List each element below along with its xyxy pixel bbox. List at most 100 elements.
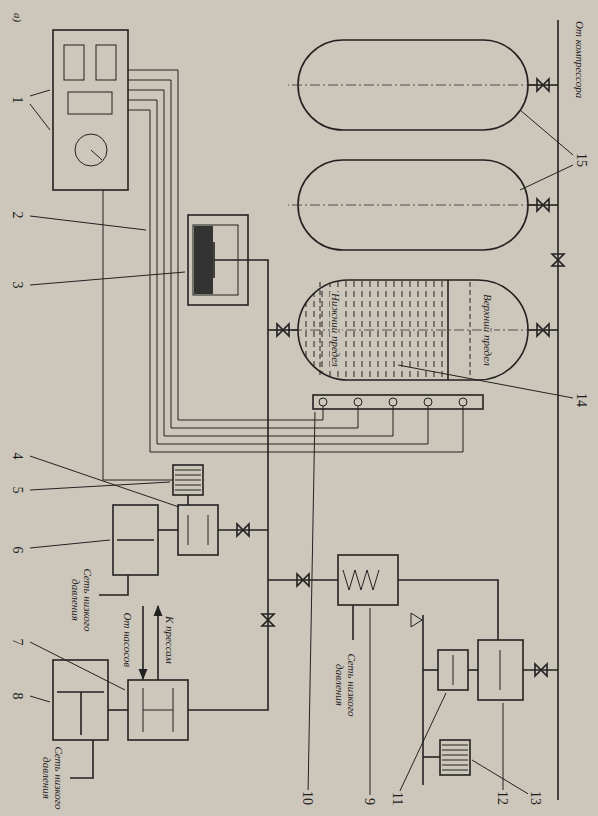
coil-winding bbox=[442, 760, 468, 761]
distributor bbox=[143, 710, 173, 711]
distributor bbox=[142, 606, 144, 679]
leader-lines bbox=[398, 365, 573, 398]
control-panel bbox=[75, 134, 107, 166]
coil-winding bbox=[442, 745, 468, 746]
callout-number: 8 bbox=[10, 692, 25, 701]
callout-number: 5 bbox=[10, 486, 25, 495]
main-pipe bbox=[188, 260, 338, 710]
level-label: Нижний предел bbox=[330, 292, 342, 368]
control-panel bbox=[68, 92, 112, 114]
relief-valve bbox=[438, 650, 468, 690]
distributor bbox=[157, 606, 159, 680]
accumulator-tank bbox=[447, 280, 449, 380]
leader-lines bbox=[308, 412, 315, 795]
pressure-vessel bbox=[188, 215, 248, 305]
callout-number: 1 bbox=[10, 96, 25, 105]
relief-valve bbox=[500, 650, 501, 690]
callout-number: 7 bbox=[10, 638, 25, 647]
solenoid-valve bbox=[158, 529, 178, 531]
relief-valve bbox=[422, 615, 424, 785]
pressure-vessel bbox=[213, 242, 215, 278]
distributor bbox=[108, 709, 128, 711]
relief-valve bbox=[478, 640, 523, 700]
coil-windings bbox=[175, 470, 468, 770]
relief-valve bbox=[423, 756, 440, 758]
distributor bbox=[80, 692, 82, 735]
air-tank bbox=[288, 85, 536, 86]
valve-symbol bbox=[297, 574, 309, 586]
callout-number: 10 bbox=[300, 790, 315, 806]
pressure-vessel bbox=[188, 215, 248, 305]
accumulator-tank bbox=[320, 282, 321, 378]
callout-number: 12 bbox=[495, 790, 510, 806]
relief-valve bbox=[338, 555, 558, 785]
valve-symbol bbox=[537, 324, 549, 336]
leader-lines bbox=[30, 104, 50, 130]
relief-valve bbox=[343, 570, 379, 590]
solenoid-valve bbox=[173, 465, 203, 495]
leader-lines bbox=[520, 110, 573, 155]
accumulator-tank bbox=[288, 330, 536, 331]
level-indicator bbox=[459, 398, 467, 406]
pipe-label: Сеть низкого давления bbox=[334, 644, 358, 726]
pipe-label: Сеть низкого давления bbox=[41, 743, 65, 813]
callout-number: 13 bbox=[528, 790, 543, 806]
relief-valve bbox=[398, 580, 498, 640]
coil-winding bbox=[175, 475, 201, 476]
callout-number: 4 bbox=[10, 452, 25, 461]
level-indicator bbox=[354, 398, 362, 406]
signal-wires bbox=[128, 80, 358, 428]
leader-lines bbox=[398, 693, 446, 795]
level-indicator bbox=[319, 398, 327, 406]
leader-lines bbox=[503, 703, 504, 795]
relief-valve bbox=[468, 669, 478, 671]
pipe-label: От насосов bbox=[122, 612, 134, 669]
signal-wires bbox=[128, 70, 323, 420]
callout-number: 14 bbox=[574, 392, 589, 408]
solenoid-valve bbox=[99, 465, 218, 595]
leader-lines bbox=[30, 482, 170, 490]
valve-symbol bbox=[552, 254, 564, 266]
coil-winding bbox=[175, 470, 201, 471]
callout-number: 2 bbox=[10, 211, 25, 220]
pipe-label: От компрессора bbox=[574, 20, 586, 99]
solenoid-valve bbox=[99, 575, 128, 595]
level-indicator bbox=[313, 395, 483, 409]
leader-lines bbox=[30, 90, 573, 795]
valve-symbol bbox=[237, 524, 249, 536]
valve-symbol bbox=[535, 664, 547, 676]
coil-winding bbox=[175, 480, 201, 481]
level-label: Верхний предел bbox=[482, 293, 494, 367]
callout-number: 9 bbox=[362, 797, 377, 806]
pressure-vessel bbox=[214, 259, 248, 261]
coil-winding bbox=[442, 755, 468, 756]
accumulator-tank bbox=[268, 280, 558, 380]
solenoid-valve bbox=[178, 505, 218, 555]
signal-wires bbox=[128, 100, 428, 444]
callout-number: 3 bbox=[10, 281, 25, 290]
level-indicator bbox=[389, 398, 397, 406]
distributor bbox=[128, 680, 188, 740]
coil-winding bbox=[442, 750, 468, 751]
relief-valve bbox=[338, 555, 398, 605]
coil-winding bbox=[442, 770, 468, 771]
control-panel bbox=[53, 30, 128, 190]
leader-lines bbox=[30, 696, 50, 702]
leader-lines bbox=[30, 456, 179, 507]
leader-lines bbox=[370, 608, 371, 795]
relief-valve bbox=[440, 740, 470, 775]
distributor bbox=[70, 740, 93, 778]
callout-number: 6 bbox=[10, 546, 25, 555]
leader-lines bbox=[30, 90, 50, 96]
signal-wires bbox=[103, 70, 463, 480]
compressor-header bbox=[558, 20, 559, 800]
pipe-label: К прессам bbox=[164, 615, 176, 665]
leader-lines bbox=[30, 272, 185, 285]
distributor bbox=[53, 660, 108, 740]
figure-letter: а) bbox=[12, 12, 24, 23]
level-indicator bbox=[424, 398, 432, 406]
leader-lines bbox=[30, 216, 146, 230]
signal-wires bbox=[103, 190, 173, 480]
coil-winding bbox=[442, 765, 468, 766]
relief-valve bbox=[411, 613, 422, 627]
